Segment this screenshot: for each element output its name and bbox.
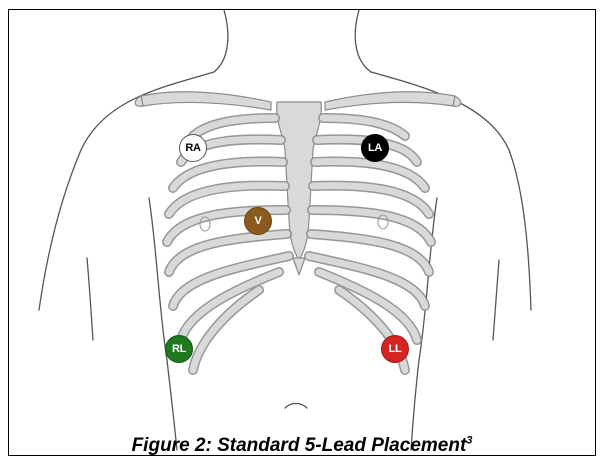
left-shoulder-outline <box>39 72 214 310</box>
electrode-v-label: V <box>254 216 261 227</box>
figure-caption-text: Figure 2: Standard 5-Lead Placement <box>132 435 467 456</box>
neck-right-outline <box>355 10 371 72</box>
electrode-la: LA <box>361 134 389 162</box>
neck-left-outline <box>214 10 228 72</box>
left-arm-inner <box>87 258 93 340</box>
electrode-ll: LL <box>381 335 409 363</box>
electrode-ra: RA <box>179 134 207 162</box>
right-clavicle <box>325 92 455 110</box>
electrode-rl-label: RL <box>172 344 186 355</box>
left-clavicle <box>141 92 271 110</box>
chest-illustration <box>9 10 597 457</box>
electrode-la-label: LA <box>368 143 382 154</box>
navel <box>285 404 307 409</box>
figure-frame: RA LA V RL LL Figure 2: Standard 5-Lead … <box>8 9 596 456</box>
rib-left-9 <box>193 290 259 370</box>
electrode-ll-label: LL <box>389 344 402 355</box>
figure-caption: Figure 2: Standard 5-Lead Placement3 <box>9 435 595 457</box>
electrode-v: V <box>244 207 272 235</box>
electrode-ra-label: RA <box>185 143 200 154</box>
xiphoid <box>293 258 305 275</box>
electrode-rl: RL <box>165 335 193 363</box>
right-arm-inner <box>493 260 499 340</box>
right-scapula <box>453 96 461 106</box>
figure-caption-superscript: 3 <box>466 435 472 447</box>
